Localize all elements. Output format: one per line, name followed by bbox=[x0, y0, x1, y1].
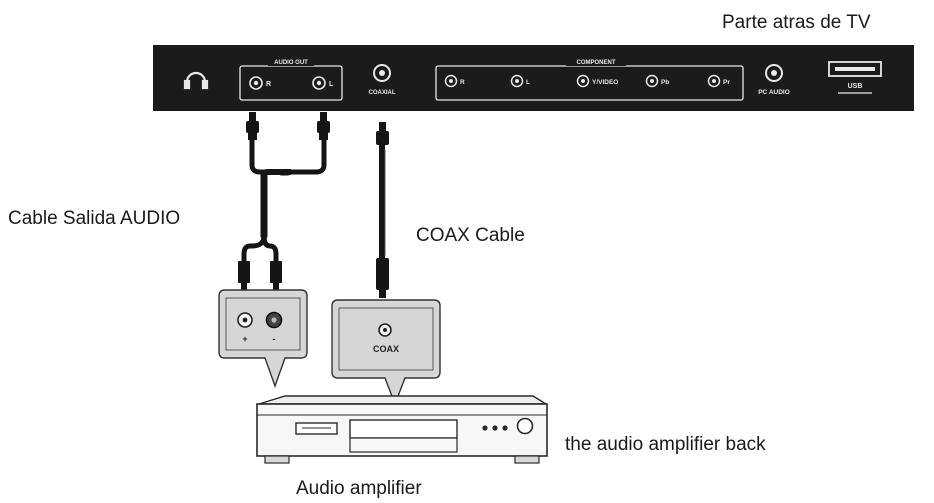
audio-cable-bottom-plug-r bbox=[270, 261, 282, 291]
pc-audio-jack: PC AUDIO bbox=[758, 64, 790, 96]
amp-button-2 bbox=[492, 425, 498, 431]
amp-coax-jack: COAX bbox=[373, 323, 399, 354]
coax-cable-label: COAX Cable bbox=[416, 225, 525, 246]
component-r-label: R bbox=[460, 79, 465, 86]
amp-foot-left bbox=[264, 455, 290, 464]
headphone-icon bbox=[183, 71, 209, 90]
amp-foot-right bbox=[514, 455, 540, 464]
component-pr-jack: Pr bbox=[707, 74, 730, 88]
audio-out-group: AUDIO OUT R L bbox=[239, 57, 343, 101]
amp-volume-knob bbox=[516, 417, 534, 435]
amplifier-label: Audio amplifier bbox=[296, 478, 422, 499]
amp-coax-label: COAX bbox=[373, 344, 399, 354]
component-l-jack: L bbox=[510, 74, 530, 88]
audio-cable-top-plug-r bbox=[246, 112, 259, 140]
component-y-video-jack: Y/VIDEO bbox=[576, 74, 618, 88]
tv-panel-body bbox=[153, 45, 914, 111]
audio-cable-bottom-plug-l bbox=[238, 261, 250, 291]
amp-audio-in-plus-jack: + bbox=[237, 312, 253, 344]
component-pb-jack: Pb bbox=[645, 74, 669, 88]
audio-out-l-jack: L bbox=[312, 76, 334, 90]
tv-back-panel: AUDIO OUT R L COAXIAL COMPONENT bbox=[153, 45, 914, 111]
audio-out-l-label: L bbox=[329, 81, 334, 88]
coaxial-jack: COAXIAL bbox=[369, 64, 396, 96]
amp-audio-in-callout: + - bbox=[218, 289, 308, 389]
amp-button-3 bbox=[502, 425, 508, 431]
component-r-jack: R bbox=[444, 74, 465, 88]
audio-out-r-jack: R bbox=[249, 76, 271, 90]
usb-label: USB bbox=[848, 83, 863, 90]
coaxial-label: COAXIAL bbox=[369, 90, 396, 96]
amp-coax-callout: COAX bbox=[331, 299, 441, 406]
component-y-video-label: Y/VIDEO bbox=[592, 79, 618, 86]
audio-cable-label: Cable Salida AUDIO bbox=[8, 208, 180, 229]
amp-minus-label: - bbox=[273, 334, 276, 344]
usb-port: USB bbox=[828, 61, 882, 94]
audio-out-r-label: R bbox=[266, 81, 271, 88]
amp-disc-tray bbox=[349, 419, 458, 439]
coax-cable bbox=[376, 122, 389, 298]
amp-plus-label: + bbox=[242, 334, 247, 344]
audio-out-label: AUDIO OUT bbox=[274, 60, 308, 66]
pc-audio-label: PC AUDIO bbox=[758, 89, 790, 96]
component-pb-label: Pb bbox=[661, 79, 669, 86]
amp-button-1 bbox=[482, 425, 488, 431]
tv-back-label: Parte atras de TV bbox=[722, 12, 871, 33]
amp-audio-in-minus-jack: - bbox=[265, 311, 283, 344]
amplifier-back-label: the audio amplifier back bbox=[565, 434, 766, 455]
audio-amplifier-device bbox=[256, 395, 549, 464]
audio-cable-top-plug-l bbox=[317, 112, 330, 140]
component-group: COMPONENT R L Y/VIDEO Pb bbox=[435, 57, 744, 101]
component-l-label: L bbox=[526, 79, 530, 86]
audio-cable bbox=[238, 112, 330, 291]
component-pr-label: Pr bbox=[723, 79, 730, 86]
component-label: COMPONENT bbox=[577, 60, 616, 66]
